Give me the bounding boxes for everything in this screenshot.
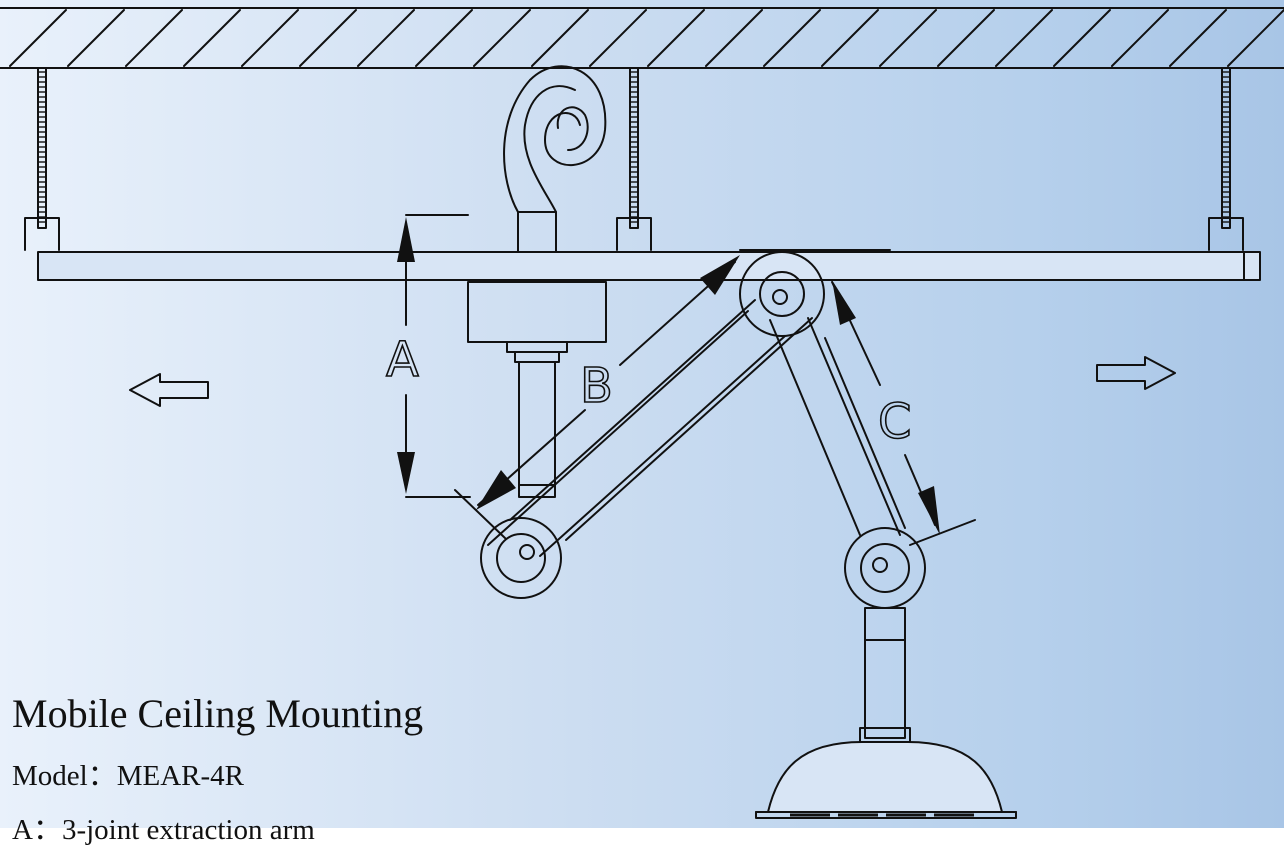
- hose-coil: [503, 65, 607, 253]
- ceiling: [0, 7, 1284, 69]
- dimension-c: C: [831, 280, 976, 546]
- dimension-label-a: A: [386, 332, 419, 388]
- arrow-right-icon: [1096, 356, 1176, 390]
- hanger-rod: [1208, 67, 1244, 251]
- caption-model: Model：MEAR-4R: [12, 760, 245, 792]
- ceiling-rail: [37, 251, 1261, 281]
- arrow-left-icon: [129, 373, 209, 407]
- background: [0, 0, 1284, 828]
- caption-title: Mobile Ceiling Mounting: [12, 691, 424, 736]
- dimension-b: B: [454, 249, 891, 539]
- dimension-label-b: B: [580, 358, 613, 414]
- dimension-a: A: [385, 214, 471, 498]
- extraction-hood: [755, 741, 1017, 819]
- extraction-arm: [480, 251, 926, 743]
- caption-note: A：3-joint extraction arm: [12, 814, 315, 846]
- hanger-rod: [24, 67, 60, 251]
- dimension-label-c: C: [878, 394, 912, 450]
- technical-drawing: A B C: [0, 7, 1284, 819]
- hanger-rod: [616, 67, 652, 251]
